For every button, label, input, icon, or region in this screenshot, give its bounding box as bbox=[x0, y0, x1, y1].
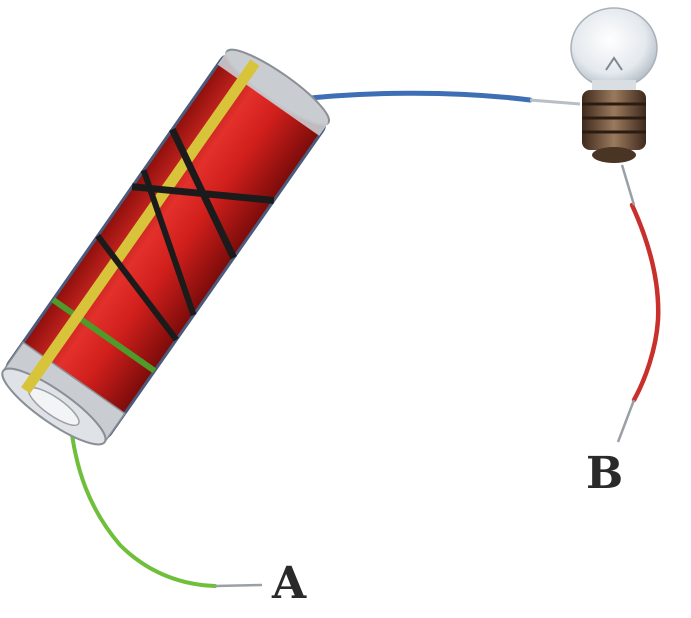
blue-wire-tip bbox=[529, 98, 581, 106]
red-wire-bottom-tip bbox=[616, 399, 636, 443]
light-bulb-icon bbox=[570, 7, 658, 163]
red-wire-top-tip bbox=[620, 164, 636, 206]
green-wire-tip bbox=[214, 583, 263, 588]
blue-wire bbox=[289, 90, 533, 103]
label-b: B bbox=[586, 448, 623, 499]
battery-icon bbox=[1, 48, 331, 446]
green-wire bbox=[68, 416, 217, 588]
red-wire bbox=[629, 202, 661, 403]
label-a: A bbox=[271, 558, 307, 609]
